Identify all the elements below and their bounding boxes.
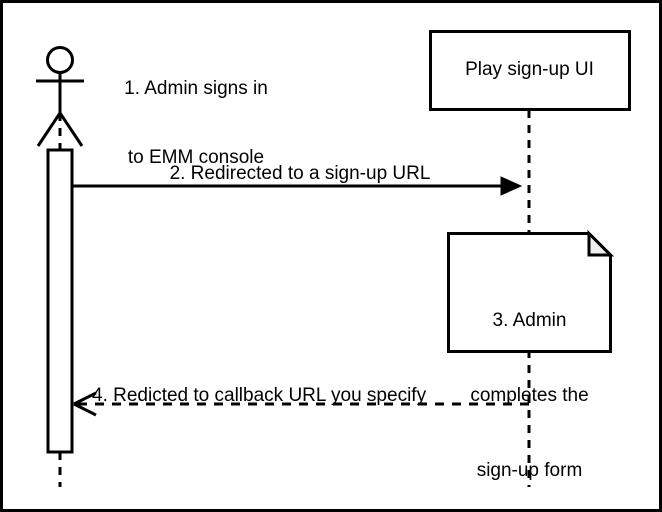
stick-figure-actor-icon xyxy=(36,46,84,147)
note-step-3 xyxy=(447,229,615,353)
note-step-3-line-1: 3. Admin xyxy=(492,310,567,331)
participant-label-play-signup-ui: Play sign-up UI xyxy=(465,59,594,80)
annotation-step-1-line-2: to EMM console xyxy=(127,147,265,168)
note-fold-corner xyxy=(587,229,615,257)
note-step-3-line-2: completes the xyxy=(470,385,589,406)
participant-box-play-signup-ui[interactable] xyxy=(429,30,631,111)
message-label-step-4: 4. Redicted to callback URL you specify xyxy=(92,385,427,406)
note-label-step-3: 3. Admin completes the sign-up form xyxy=(449,258,610,512)
annotation-step-1: 1. Admin signs in to EMM console xyxy=(98,31,294,215)
note-step-3-line-3: sign-up form xyxy=(476,460,583,481)
actor-activation-bar xyxy=(46,148,74,454)
message-arrow-step-2 xyxy=(72,176,523,196)
message-arrow-step-4 xyxy=(73,391,529,417)
message-label-step-2: 2. Redirected to a sign-up URL xyxy=(169,163,431,184)
annotation-step-1-line-1: 1. Admin signs in xyxy=(124,78,268,99)
